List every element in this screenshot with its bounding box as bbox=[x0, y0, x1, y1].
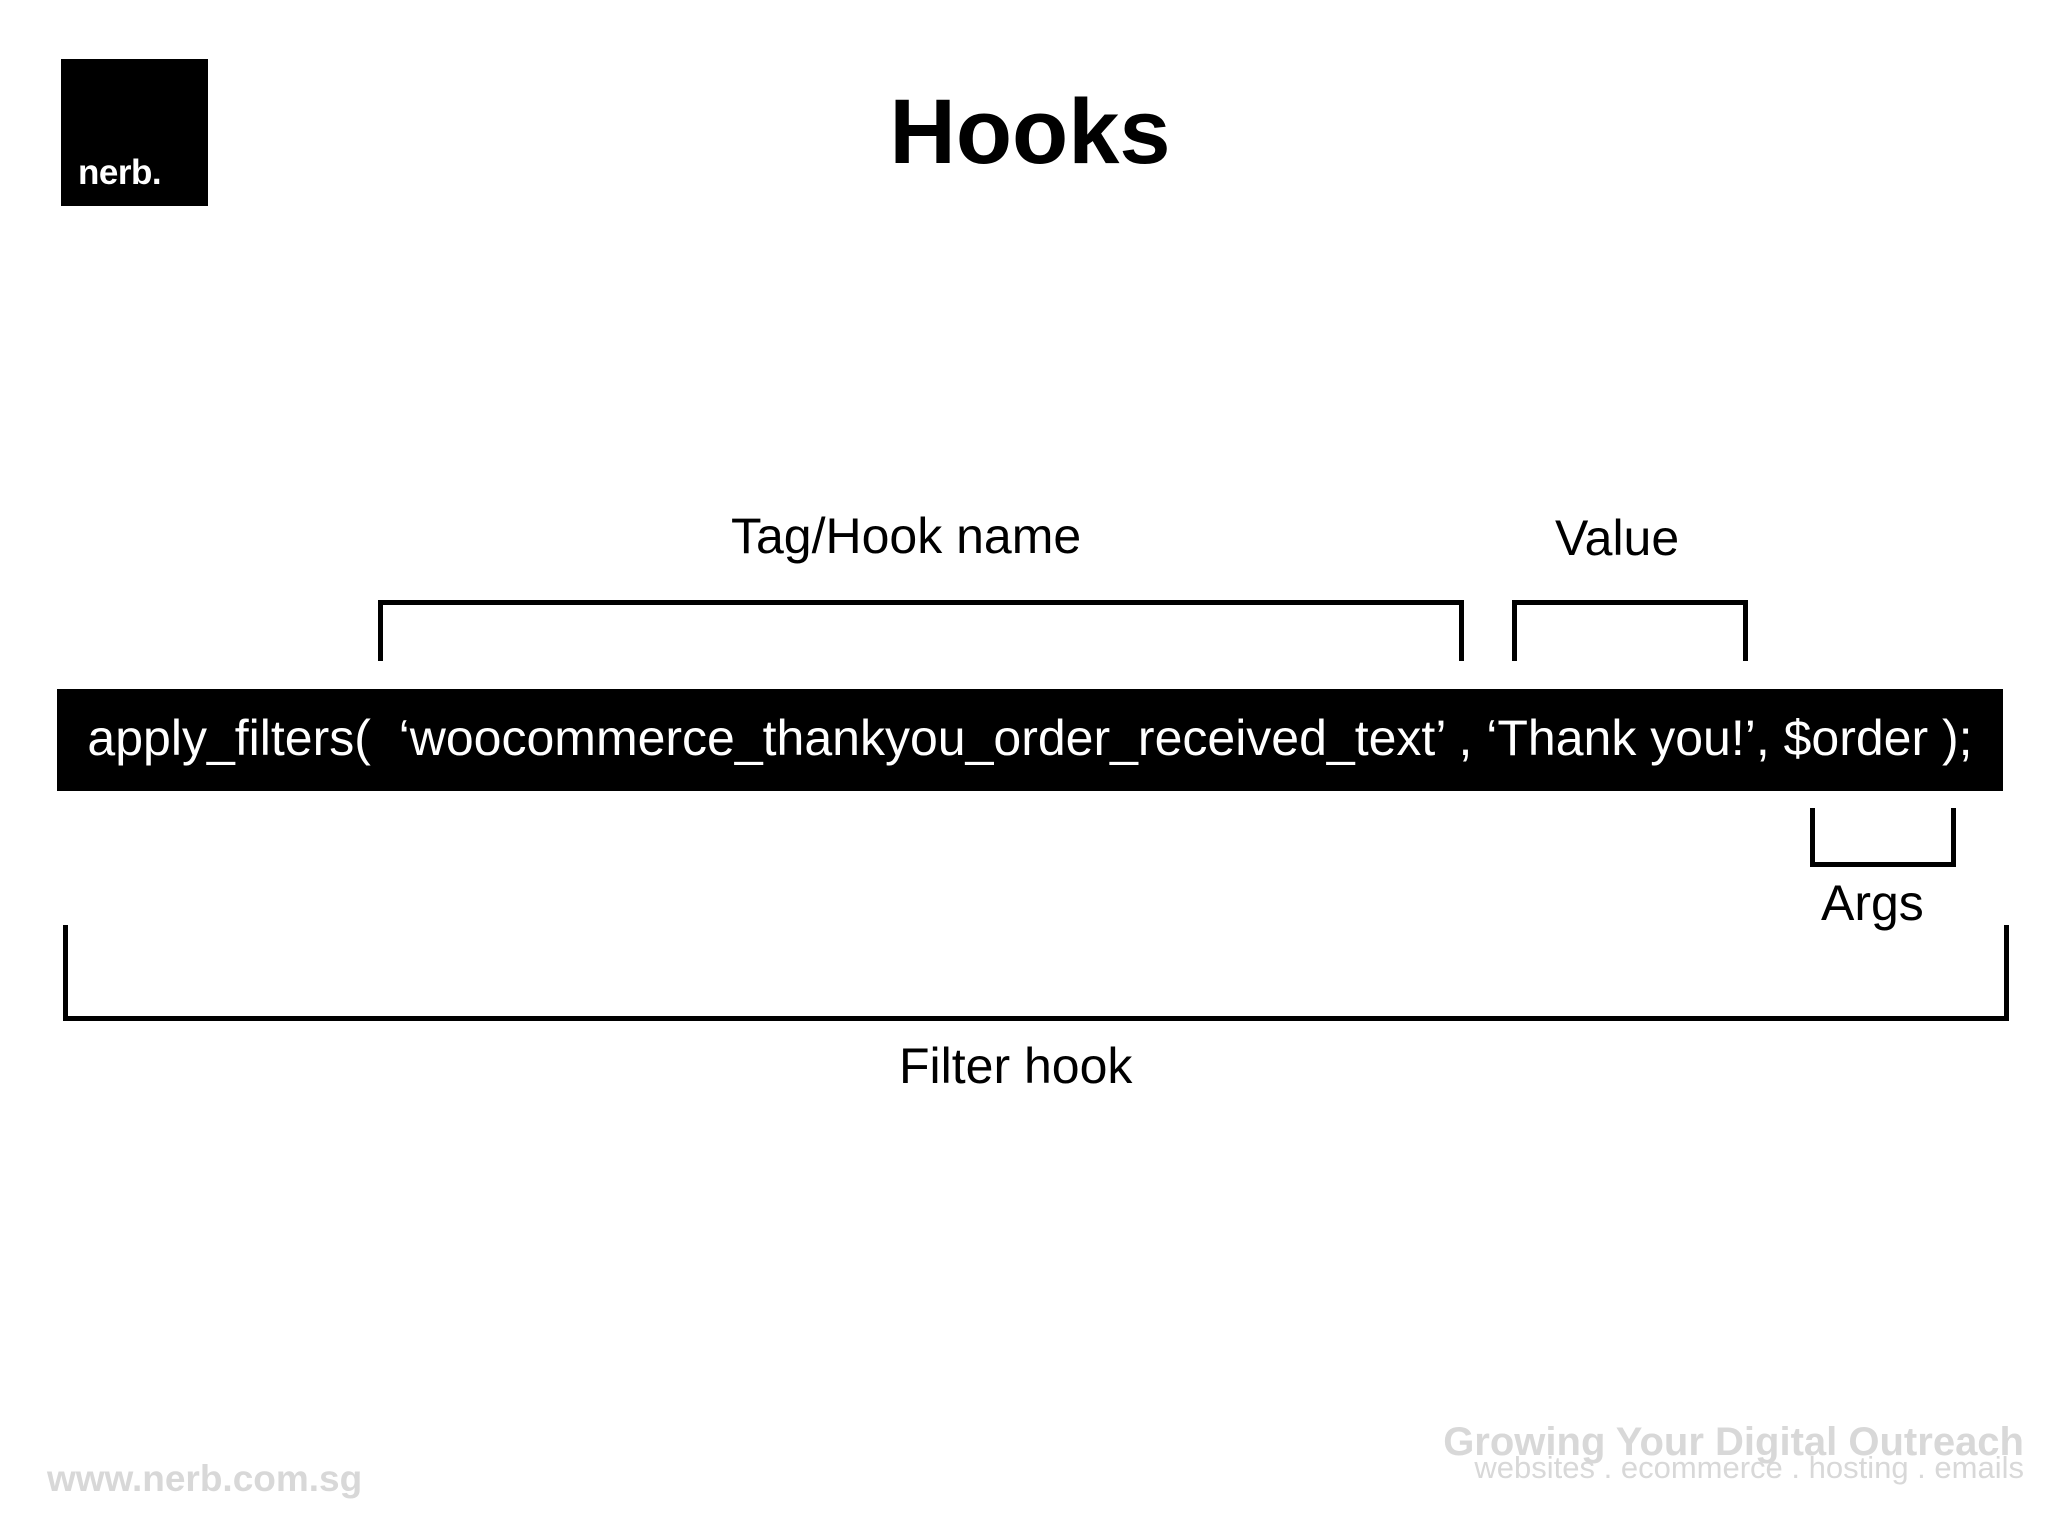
bracket-filter-hook bbox=[63, 925, 2009, 1021]
slide-title: Hooks bbox=[889, 81, 1171, 183]
bracket-tag-hook-name bbox=[378, 600, 1464, 661]
label-value: Value bbox=[1555, 510, 1680, 566]
bracket-value bbox=[1512, 600, 1748, 661]
nerb-logo: nerb. bbox=[61, 59, 208, 206]
logo-text: nerb. bbox=[78, 153, 162, 192]
label-filter-hook: Filter hook bbox=[899, 1038, 1133, 1094]
footer-services: websites . ecommerce . hosting . emails bbox=[1474, 1450, 2024, 1485]
footer-url: www.nerb.com.sg bbox=[47, 1458, 363, 1499]
code-line: apply_filters( ‘woocommerce_thankyou_ord… bbox=[87, 710, 1973, 766]
bracket-args bbox=[1810, 808, 1956, 867]
label-args: Args bbox=[1821, 875, 1924, 931]
footer-tagline-main: Growing Your Digital Outreach bbox=[1443, 1420, 2024, 1464]
footer-tagline: Growing Your Digital Outreach websites .… bbox=[1443, 1422, 2024, 1483]
label-tag-hook-name: Tag/Hook name bbox=[731, 508, 1082, 564]
code-bar: apply_filters( ‘woocommerce_thankyou_ord… bbox=[57, 689, 2003, 791]
